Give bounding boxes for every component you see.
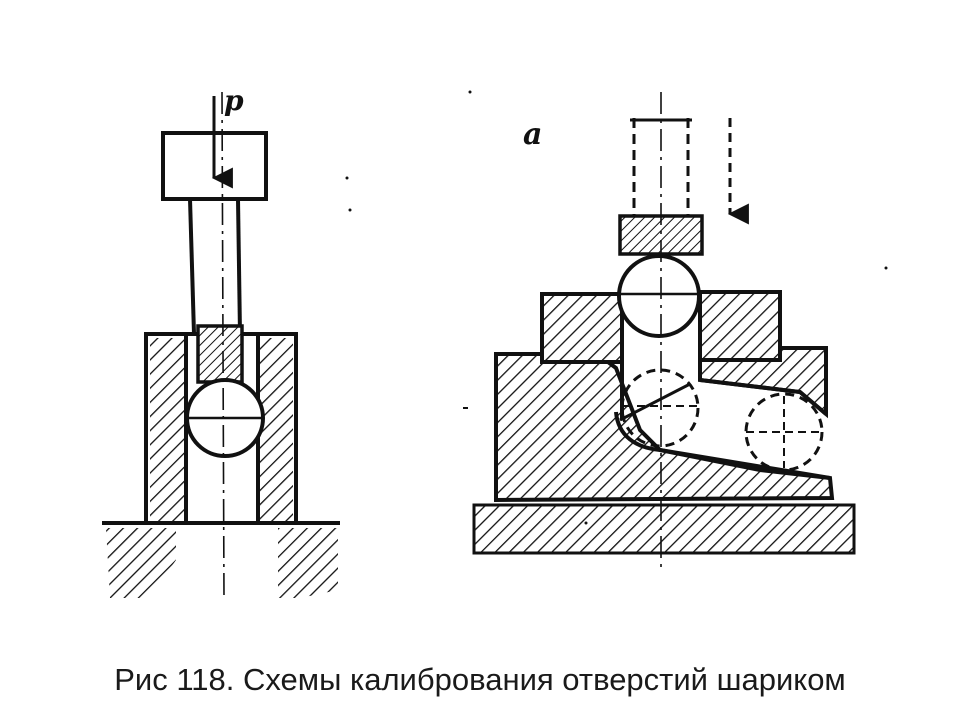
right-guide-block (540, 290, 782, 364)
right-base-plate (472, 503, 856, 555)
right-ball (617, 254, 701, 338)
left-scheme: p (102, 84, 340, 601)
left-pusher (196, 324, 244, 384)
scan-specks (345, 90, 888, 525)
left-punch-rod (188, 198, 242, 335)
left-ball (185, 378, 265, 458)
right-ball-inlet (620, 368, 700, 448)
right-label-a: a (523, 117, 542, 152)
left-label-p: p (224, 84, 244, 117)
right-exit-channel (614, 378, 831, 480)
right-scheme: a (472, 92, 856, 572)
right-ball-outlet (744, 392, 824, 472)
left-base-plate (102, 521, 340, 598)
figure-caption: Рис 118. Схемы калибрования отверстий ша… (114, 662, 846, 697)
